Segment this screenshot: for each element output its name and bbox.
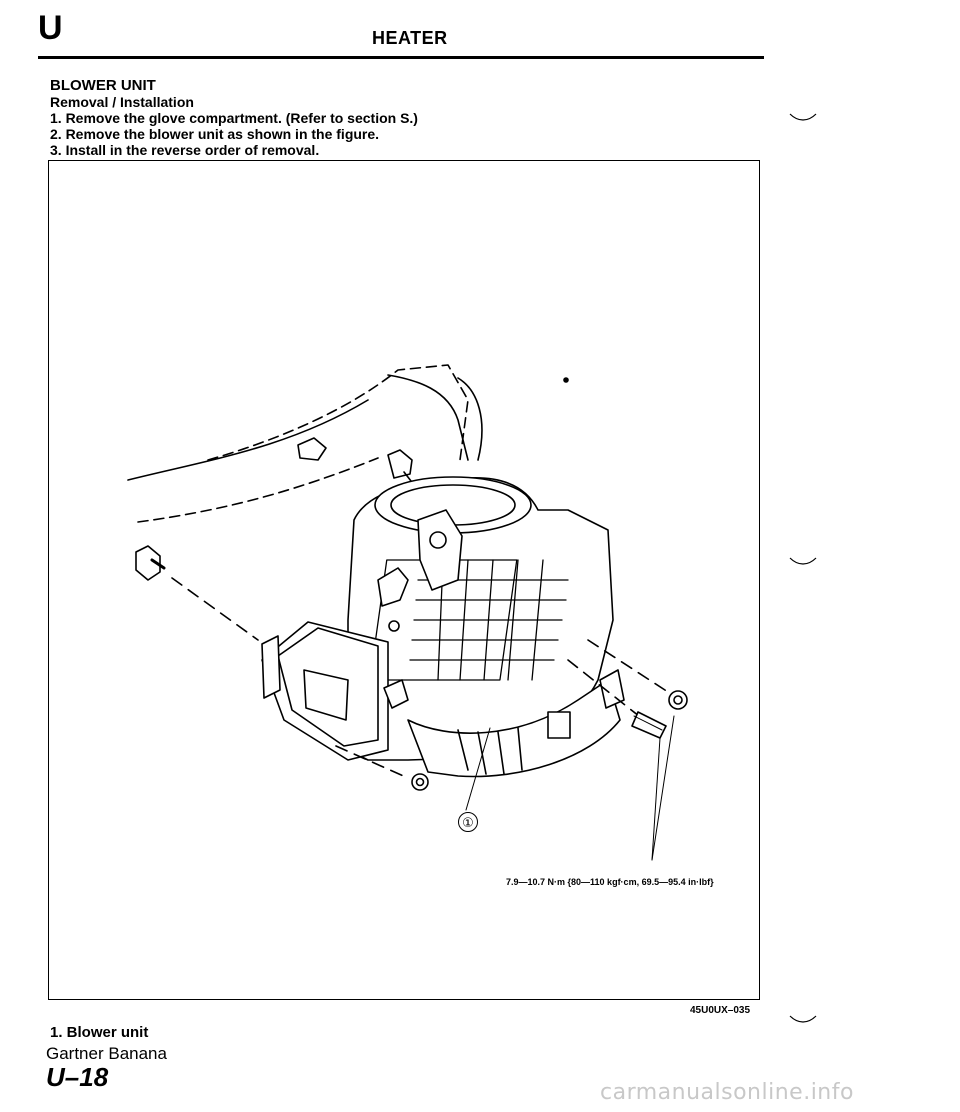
step-3: 3. Install in the reverse order of remov… — [50, 142, 320, 158]
step-2: 2. Remove the blower unit as shown in th… — [50, 126, 380, 142]
section-heading: BLOWER UNIT — [50, 77, 156, 94]
procedure-steps: 1. Remove the glove compartment. (Refer … — [50, 110, 418, 158]
margin-mark — [789, 557, 817, 565]
legend-item-1: 1. Blower unit — [50, 1024, 149, 1041]
figure-frame — [48, 160, 760, 1000]
watermark: carmanualsonline.info — [600, 1080, 854, 1105]
margin-mark — [789, 1015, 817, 1023]
torque-spec-label: 7.9—10.7 N·m {80—110 kgf·cm, 69.5—95.4 i… — [506, 877, 714, 887]
figure-id: 45U0UX–035 — [690, 1005, 751, 1016]
header-rule — [38, 56, 764, 59]
step-1: 1. Remove the glove compartment. (Refer … — [50, 110, 418, 126]
section-letter: U — [38, 9, 63, 47]
page-number: U–18 — [46, 1062, 109, 1092]
procedure-subheading: Removal / Installation — [50, 94, 194, 110]
margin-mark — [789, 113, 817, 121]
callout-1: ① — [458, 812, 478, 832]
blower-unit-illustration — [127, 364, 688, 861]
section-title: HEATER — [372, 28, 448, 48]
footer-text: Gartner Banana — [46, 1044, 167, 1063]
